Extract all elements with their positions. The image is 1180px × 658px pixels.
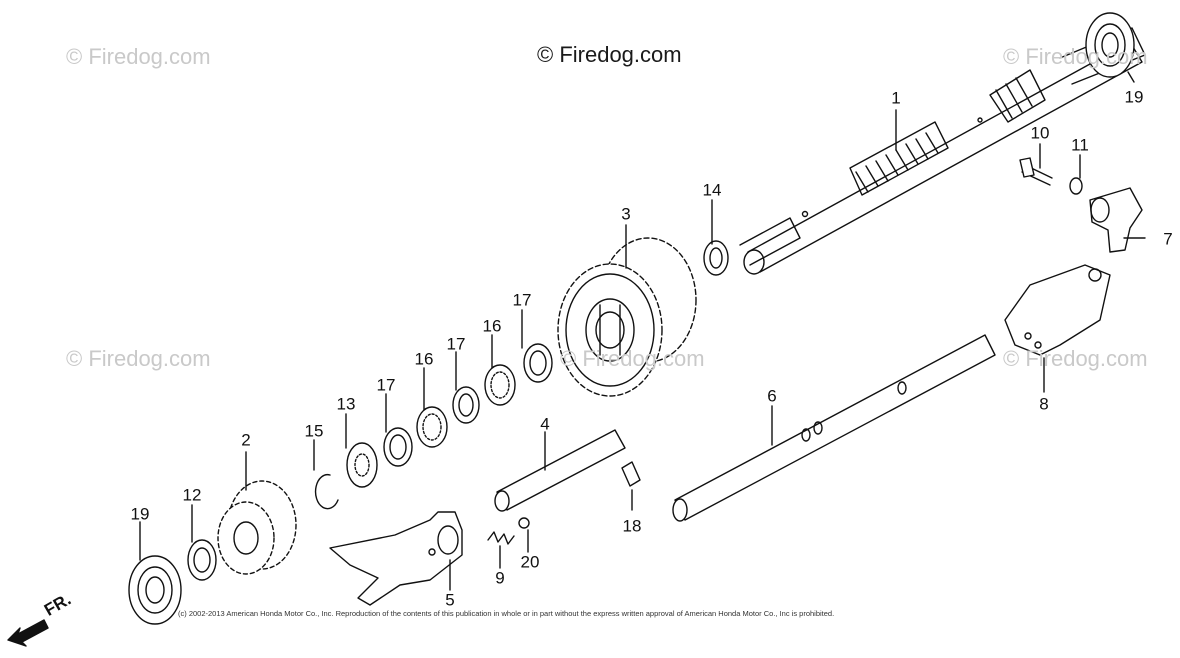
watermark-mid-left: © Firedog.com [66, 346, 211, 371]
part-4-fork-shaft [494, 429, 626, 512]
callout-12: 12 [182, 485, 202, 505]
part-16-needle-bearing-a [484, 364, 516, 406]
callout-11: 11 [1071, 135, 1089, 155]
part-14-washer [703, 240, 729, 276]
callout-8: 8 [1039, 394, 1049, 414]
callout-16-a: 16 [482, 316, 502, 336]
leader-lines [139, 71, 1146, 591]
part-10-bolt [1019, 157, 1053, 186]
callout-6: 6 [767, 386, 777, 406]
part-3-gear [557, 237, 697, 397]
watermark-top-left: © Firedog.com [66, 44, 211, 69]
callout-16-b: 16 [414, 349, 434, 369]
callout-13: 13 [336, 394, 356, 414]
callout-17-a: 17 [512, 290, 532, 310]
callout-7: 7 [1163, 229, 1173, 249]
callout-17-b: 17 [446, 334, 466, 354]
callout-20: 20 [520, 552, 540, 572]
part-19-bearing-left [128, 555, 182, 625]
part-16-needle-bearing-b [416, 406, 448, 448]
part-8-drum-plate [1004, 264, 1111, 356]
part-15-snap-ring [314, 473, 339, 510]
part-18-pin [621, 461, 641, 487]
part-13-spline-washer [346, 442, 378, 488]
callout-9: 9 [495, 568, 505, 588]
part-2-gear [217, 480, 297, 575]
part-17-bushing-b [452, 386, 480, 424]
part-5-shift-fork [329, 511, 463, 606]
callout-17-c: 17 [376, 375, 396, 395]
callout-19-right: 19 [1124, 87, 1144, 107]
callout-1: 1 [891, 88, 901, 108]
part-19-bearing-right [1085, 12, 1135, 78]
callout-14: 14 [702, 180, 722, 200]
watermark-top-right: © Firedog.com [1003, 44, 1148, 69]
part-9-spring [487, 531, 515, 545]
part-20-ball [518, 517, 530, 529]
part-12-washer [187, 539, 217, 581]
callout-10: 10 [1030, 123, 1050, 143]
part-11-washer [1069, 177, 1083, 195]
watermark-center: © Firedog.com [560, 346, 705, 371]
callout-4: 4 [540, 414, 550, 434]
callout-19-left: 19 [130, 504, 150, 524]
fr-arrow-icon [7, 619, 49, 647]
part-17-bushing-c [383, 427, 413, 467]
callout-2: 2 [241, 430, 251, 450]
watermark-mid-right: © Firedog.com [1003, 346, 1148, 371]
copyright-notice: (c) 2002-2013 American Honda Motor Co., … [178, 609, 835, 618]
callout-18: 18 [622, 516, 642, 536]
callout-3: 3 [621, 204, 631, 224]
watermark-main: © Firedog.com [537, 42, 682, 67]
part-17-bushing-a [523, 343, 553, 383]
part-6-shift-drum [672, 334, 996, 522]
callout-15: 15 [304, 421, 324, 441]
part-7-stopper-arm [1089, 187, 1143, 253]
callout-5: 5 [445, 590, 455, 610]
